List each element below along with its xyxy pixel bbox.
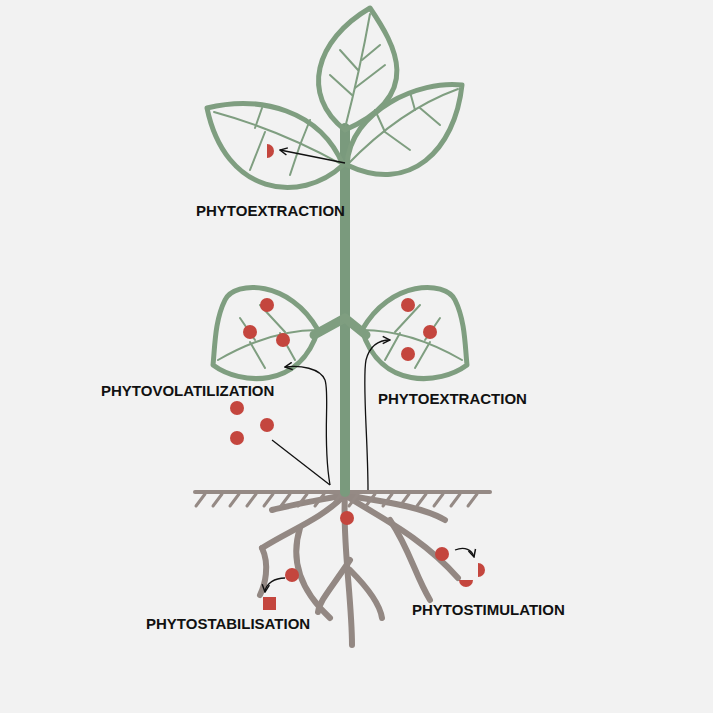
process-label: PHYTOEXTRACTION: [378, 391, 527, 408]
process-label: PHYTOEXTRACTION: [196, 203, 345, 220]
plant: [207, 8, 467, 492]
process-label: PHYTOSTABILISATION: [146, 616, 310, 633]
process-label: PHYTOSTIMULATION: [412, 602, 565, 619]
process-label: PHYTOVOLATILIZATION: [101, 383, 274, 400]
